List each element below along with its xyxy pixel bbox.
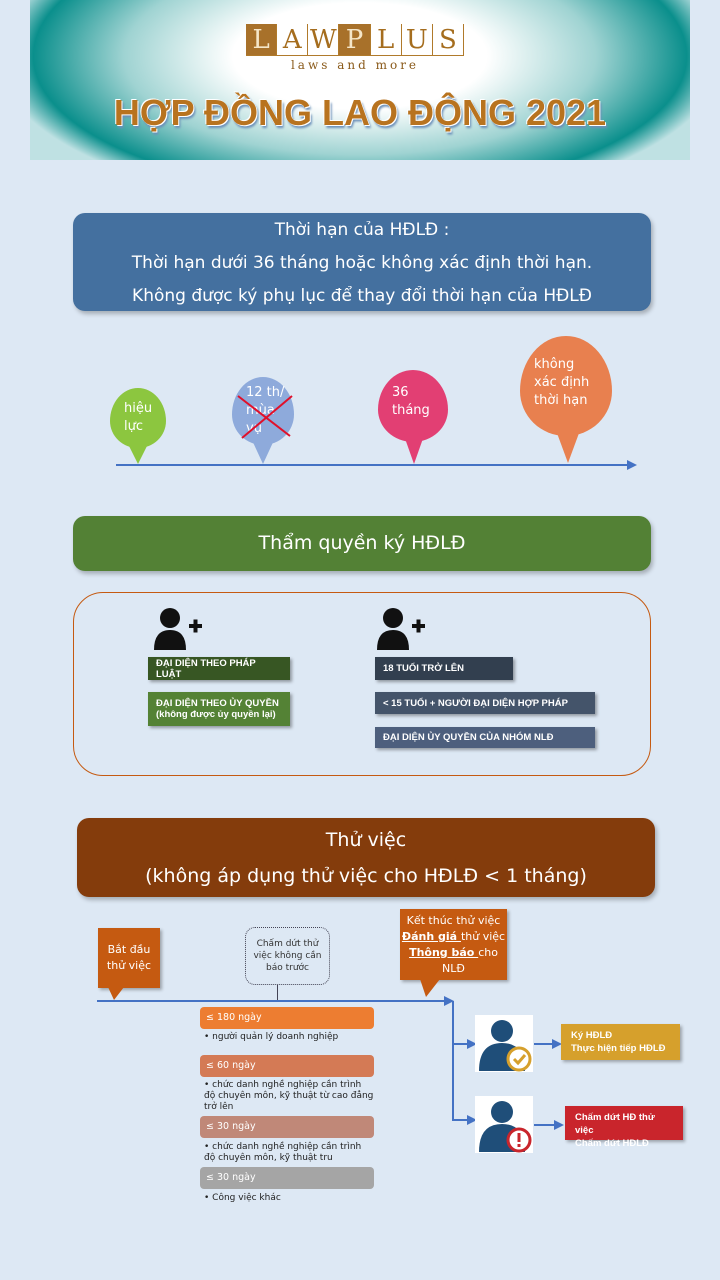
tier-30-other: ≤ 30 ngày bbox=[200, 1167, 374, 1189]
duration-box: Thời hạn của HĐLĐ : Thời hạn dưới 36 thá… bbox=[73, 213, 651, 311]
probation-subtitle: (không áp dụng thử việc cho HĐLĐ < 1 thá… bbox=[145, 865, 587, 887]
result-arrow bbox=[534, 1124, 556, 1126]
logo-letter: U bbox=[402, 24, 433, 55]
tier-desc: • chức danh nghề nghiệp cần trình độ chu… bbox=[204, 1080, 374, 1112]
user-warning-icon bbox=[475, 1096, 533, 1153]
branch-line bbox=[452, 1001, 454, 1120]
bubble-tail bbox=[277, 985, 278, 1000]
result-line: Thực hiện tiếp HĐLĐ bbox=[571, 1043, 666, 1054]
duration-line: Thời hạn dưới 36 tháng hoặc không xác đị… bbox=[131, 253, 593, 273]
pin-tip bbox=[251, 438, 275, 464]
pin-tip bbox=[554, 425, 582, 463]
branch-arrow bbox=[452, 1119, 468, 1121]
label-text: 18 TUỔI TRỞ LÊN bbox=[383, 663, 464, 674]
probation-title: Thử việc bbox=[325, 829, 407, 851]
tier-desc: • chức danh nghề nghiệp cần trình độ chu… bbox=[204, 1142, 362, 1163]
tier-180: ≤ 180 ngày bbox=[200, 1007, 374, 1029]
end-line: Kết thúc thử việc bbox=[406, 913, 501, 927]
label-text: ĐẠI DIỆN THEO PHÁP LUẬT bbox=[156, 657, 256, 680]
pin-indefinite: không xác định thời hạn bbox=[520, 336, 612, 436]
logo-letter: L bbox=[371, 24, 402, 55]
page-title: HỢP ĐỒNG LAO ĐỘNG 2021 bbox=[113, 92, 607, 133]
logo-letter: P bbox=[339, 24, 371, 55]
pin-label: không xác định thời hạn bbox=[534, 357, 590, 408]
result-line: Chấm dứt HĐ thử việc bbox=[575, 1112, 655, 1136]
label-text: ĐẠI DIỆN THEO ỦY QUYỀN bbox=[156, 698, 279, 709]
employer-legal-rep: ĐẠI DIỆN THEO PHÁP LUẬT bbox=[148, 657, 290, 680]
employee-group-rep: ĐẠI DIỆN ỦY QUYỀN CỦA NHÓM NLĐ bbox=[375, 727, 595, 748]
pin-effective: hiệu lực bbox=[110, 388, 166, 448]
result-line: Chấm dứt HĐLĐ bbox=[575, 1138, 649, 1149]
bubble-text: Chấm dứt thử việc không cần báo trước bbox=[253, 939, 322, 973]
duration-heading: Thời hạn của HĐLĐ : bbox=[274, 220, 450, 240]
pass-result: Ký HĐLĐ Thực hiện tiếp HĐLĐ bbox=[561, 1024, 680, 1060]
pin-tip bbox=[126, 440, 150, 464]
employer-authorized-rep: ĐẠI DIỆN THEO ỦY QUYỀN(không được ủy quy… bbox=[148, 692, 290, 726]
pin-label: hiệu lực bbox=[124, 401, 153, 434]
tier-desc-text: Công việc khác bbox=[212, 1193, 281, 1203]
pin-label: 36 tháng bbox=[392, 385, 430, 418]
tier-desc-text: chức danh nghề nghiệp cần trình độ chuyê… bbox=[204, 1142, 362, 1163]
arrow-head-icon bbox=[627, 460, 637, 470]
user-approved-icon bbox=[475, 1015, 533, 1072]
arrow-head-icon bbox=[552, 1039, 562, 1049]
authority-frame bbox=[73, 592, 651, 776]
tier-60: ≤ 60 ngày bbox=[200, 1055, 374, 1077]
arrow-head-icon bbox=[554, 1120, 564, 1130]
tier-30-technical: ≤ 30 ngày bbox=[200, 1116, 374, 1138]
pin-tip bbox=[402, 430, 426, 464]
branch-arrow bbox=[452, 1043, 468, 1045]
result-arrow bbox=[534, 1043, 554, 1045]
employee-18-plus: 18 TUỔI TRỞ LÊN bbox=[375, 657, 513, 680]
eval-emph: Đánh giá bbox=[401, 929, 461, 943]
arrow-head-icon bbox=[467, 1039, 477, 1049]
result-line: Ký HĐLĐ bbox=[571, 1030, 613, 1041]
add-user-icon bbox=[377, 608, 425, 650]
eval-rest: thử việc bbox=[460, 929, 506, 943]
duration-timeline bbox=[116, 464, 630, 466]
end-evaluate: Đánh giá thử việc bbox=[400, 929, 507, 945]
notify-rest: cho NLĐ bbox=[442, 945, 498, 975]
tier-desc: • người quản lý doanh nghiệp bbox=[204, 1032, 339, 1042]
end-callout: Kết thúc thử việc Đánh giá thử việc Thôn… bbox=[400, 909, 507, 980]
arrow-head-icon bbox=[467, 1115, 477, 1125]
tier-desc: • Công việc khác bbox=[204, 1193, 281, 1203]
cross-out-icon bbox=[237, 395, 293, 439]
callout-tail bbox=[420, 979, 440, 997]
label-note: (không được ủy quyền lại) bbox=[156, 709, 276, 720]
logo-letter: S bbox=[433, 24, 464, 55]
bubble-callout: Chấm dứt thử việc không cần báo trước bbox=[245, 927, 330, 985]
probation-timeline bbox=[97, 1000, 449, 1002]
notify-emph: Thông báo bbox=[409, 945, 479, 959]
logo-tagline: laws and more bbox=[290, 58, 420, 72]
label-text: ĐẠI DIỆN ỦY QUYỀN CỦA NHÓM NLĐ bbox=[383, 732, 554, 743]
duration-line: Không được ký phụ lục để thay đổi thời h… bbox=[132, 286, 592, 306]
callout-text: Bắt đầu thử việc bbox=[106, 943, 152, 972]
label-text: < 15 TUỔI + NGƯỜI ĐẠI DIỆN HỢP PHÁP bbox=[383, 697, 568, 709]
callout-tail bbox=[108, 987, 124, 1000]
logo-letter: A bbox=[277, 24, 309, 55]
start-callout: Bắt đầu thử việc bbox=[98, 928, 160, 988]
tier-desc-text: người quản lý doanh nghiệp bbox=[212, 1032, 339, 1042]
logo-letter: L bbox=[246, 24, 278, 55]
end-notify: Thông báo cho NLĐ bbox=[400, 945, 507, 977]
lawplus-logo: L A W P L U S bbox=[246, 24, 464, 56]
tier-desc-text: chức danh nghề nghiệp cần trình độ chuyê… bbox=[204, 1080, 374, 1112]
logo-letter: W bbox=[308, 24, 340, 55]
add-user-icon bbox=[154, 608, 202, 650]
employee-under-15: < 15 TUỔI + NGƯỜI ĐẠI DIỆN HỢP PHÁP bbox=[375, 692, 595, 714]
arrow-head-icon bbox=[444, 996, 454, 1006]
authority-heading: Thẩm quyền ký HĐLĐ bbox=[73, 516, 651, 571]
probation-heading: Thử việc (không áp dụng thử việc cho HĐL… bbox=[77, 818, 655, 897]
